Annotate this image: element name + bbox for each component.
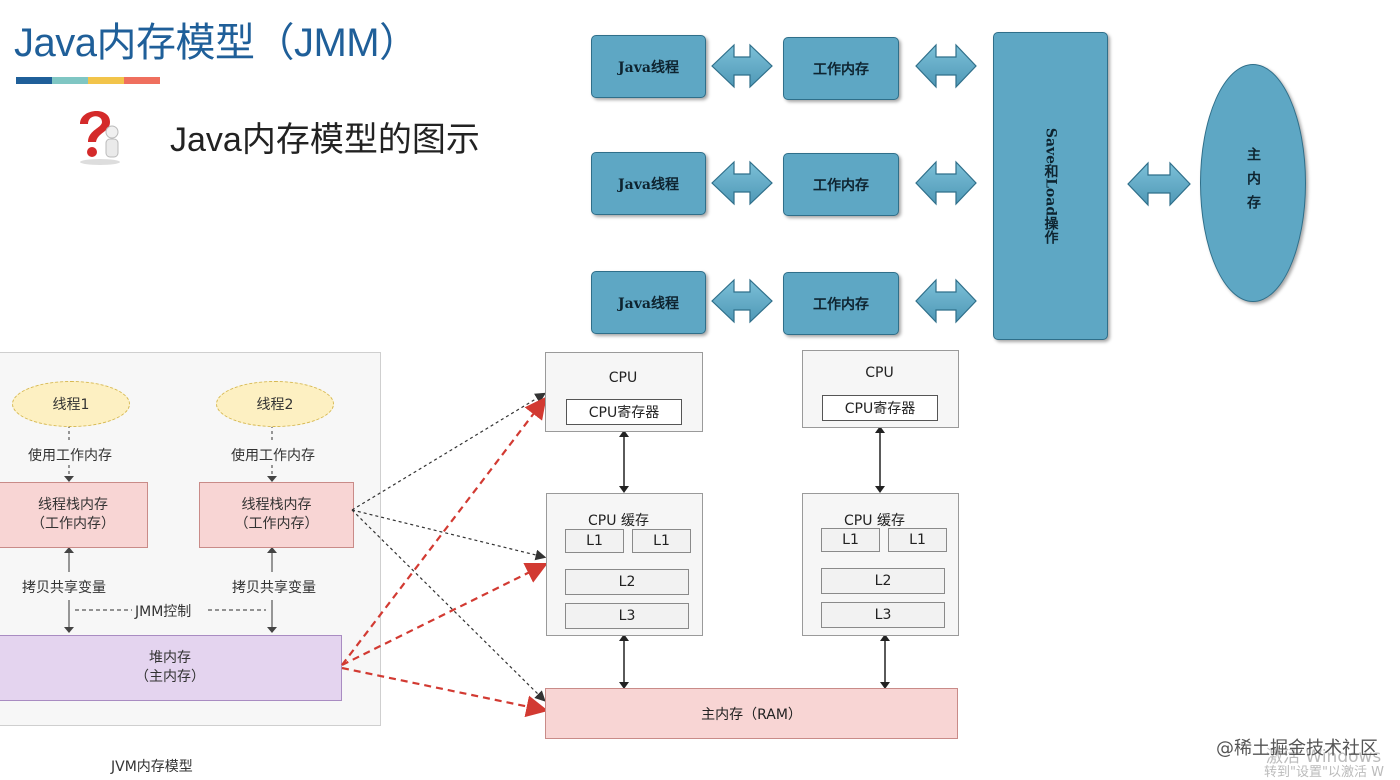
main-memory-ram-box: 主内存（RAM） — [545, 688, 958, 739]
cpu-connectors — [341, 392, 890, 718]
l1-cache-1a: L1 — [565, 529, 624, 553]
double-arrow — [711, 43, 773, 89]
thread-stack-memory-2: 线程栈内存 （工作内存） — [199, 482, 354, 548]
heap-memory-box: 堆内存 （主内存） — [0, 635, 342, 701]
copy-shared-label-1: 拷贝共享变量 — [22, 580, 106, 596]
l1-cache-1b: L1 — [632, 529, 691, 553]
use-working-memory-label-2: 使用工作内存 — [231, 448, 315, 464]
cpu-register-1: CPU寄存器 — [566, 399, 682, 425]
question-person-icon — [80, 110, 120, 165]
working-memory-box-2: 工作内存 — [783, 153, 899, 216]
l2-cache-1: L2 — [565, 569, 689, 595]
java-thread-box-3: Java线程 — [591, 271, 706, 334]
windows-activation-line1: 激活 Windows — [1266, 747, 1382, 767]
slide-title: Java内存模型（JMM） — [14, 21, 419, 65]
double-arrow — [915, 278, 977, 324]
l1-cache-2b: L1 — [888, 528, 947, 552]
use-working-memory-label-1: 使用工作内存 — [28, 448, 112, 464]
site-watermark: @稀土掘金技术社区 — [1216, 738, 1378, 759]
windows-activation-line2: 转到"设置"以激活 W — [1264, 765, 1384, 780]
save-load-operation-box: Save和Load操作 — [993, 32, 1108, 340]
l3-cache-1: L3 — [565, 603, 689, 629]
double-arrow — [1127, 161, 1191, 207]
accent-bar-4 — [124, 77, 160, 84]
slide-subtitle: Java内存模型的图示 — [170, 121, 480, 159]
java-thread-box-1: Java线程 — [591, 35, 706, 98]
jvm-connectors — [64, 425, 277, 633]
double-arrow — [711, 160, 773, 206]
l1-cache-2a: L1 — [821, 528, 880, 552]
accent-bar-3 — [88, 77, 124, 84]
copy-shared-label-2: 拷贝共享变量 — [232, 580, 316, 596]
thread-1-ellipse: 线程1 — [12, 381, 130, 427]
jmm-arrows — [711, 43, 1191, 324]
jvm-model-caption: JVM内存模型 — [111, 759, 193, 775]
thread-2-ellipse: 线程2 — [216, 381, 334, 427]
java-thread-box-2: Java线程 — [591, 152, 706, 215]
double-arrow — [915, 160, 977, 206]
jmm-control-label: JMM控制 — [135, 604, 192, 620]
cpu-label-1: CPU — [608, 370, 638, 386]
double-arrow — [711, 278, 773, 324]
cpu-label-2: CPU — [865, 365, 894, 381]
cpu-register-2: CPU寄存器 — [822, 395, 938, 421]
l3-cache-2: L3 — [821, 602, 945, 628]
l2-cache-2: L2 — [821, 568, 945, 594]
working-memory-box-1: 工作内存 — [783, 37, 899, 100]
double-arrow — [915, 43, 977, 89]
accent-bar-1 — [16, 77, 52, 84]
accent-bar-2 — [52, 77, 88, 84]
cpu-cache-label-1: CPU 缓存 — [588, 513, 649, 529]
thread-stack-memory-1: 线程栈内存 （工作内存） — [0, 482, 148, 548]
main-memory-ellipse: 主内存 — [1200, 64, 1306, 302]
cpu-cache-label-2: CPU 缓存 — [844, 513, 905, 529]
working-memory-box-3: 工作内存 — [783, 272, 899, 335]
